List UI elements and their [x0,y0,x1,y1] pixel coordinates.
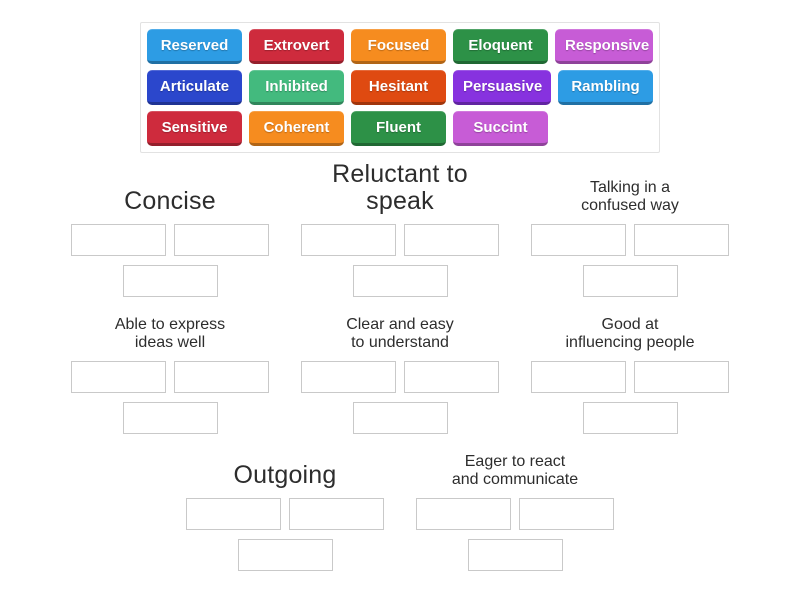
category-title: Outgoing [186,454,384,489]
category-row: Outgoing Eager to react and communicate [0,453,800,571]
empty-slot[interactable] [416,498,511,530]
word-bank-row: Sensitive Coherent Fluent Succint [147,111,653,146]
empty-slot[interactable] [582,265,678,297]
category-concise: Concise [71,180,269,297]
empty-slot[interactable] [174,361,269,393]
category-title-text: ideas well [134,334,206,351]
word-chip[interactable]: Reserved [147,29,242,64]
category-talking-in-a-confused-way: Talking in a confused way [531,179,729,297]
category-eager-to-react-and-communicate: Eager to react and communicate [416,453,614,571]
category-title-text: Concise [124,187,216,215]
category-title-text: Able to express [114,316,226,333]
empty-slot[interactable] [404,361,499,393]
category-title-text: Eager to react [464,453,566,470]
word-chip[interactable]: Sensitive [147,111,242,146]
category-title: Able to express ideas well [71,316,269,352]
category-title-text: Outgoing [233,461,337,489]
word-chip[interactable]: Rambling [558,70,653,105]
empty-slot[interactable] [174,224,269,256]
word-bank-row: Articulate Inhibited Hesitant Persuasive… [147,70,653,105]
empty-slot[interactable] [531,224,626,256]
word-chip[interactable]: Eloquent [453,29,548,64]
empty-slot[interactable] [71,224,166,256]
category-row: Concise Reluctant to speak Talking in a … [0,161,800,297]
category-title-text: Clear and easy [346,316,454,333]
empty-slot[interactable] [519,498,614,530]
category-able-to-express-ideas-well: Able to express ideas well [71,316,269,434]
category-title: Concise [71,180,269,215]
word-chip[interactable]: Focused [351,29,446,64]
category-title-text: influencing people [565,334,695,351]
empty-slot[interactable] [122,402,218,434]
word-chip[interactable]: Extrovert [249,29,344,64]
empty-slot[interactable] [289,498,384,530]
category-title-text: Reluctant to speak [332,160,468,215]
empty-slot[interactable] [352,265,448,297]
word-chip[interactable]: Persuasive [453,70,551,105]
category-title: Good at influencing people [531,316,729,352]
word-chip[interactable]: Articulate [147,70,242,105]
word-bank-row: Reserved Extrovert Focused Eloquent Resp… [147,29,653,64]
category-title: Clear and easy to understand [301,316,499,352]
word-chip[interactable]: Hesitant [351,70,446,105]
category-title-text: Good at [601,316,659,333]
category-title-text: to understand [351,334,449,351]
empty-slot[interactable] [634,224,729,256]
word-chip[interactable]: Inhibited [249,70,344,105]
category-good-at-influencing-people: Good at influencing people [531,316,729,434]
empty-slot[interactable] [531,361,626,393]
empty-slot[interactable] [467,539,563,571]
category-clear-and-easy-to-understand: Clear and easy to understand [301,316,499,434]
empty-slot[interactable] [237,539,333,571]
category-title-text: and communicate [451,471,579,488]
empty-slot[interactable] [301,224,396,256]
word-chip[interactable]: Coherent [249,111,344,146]
empty-slot[interactable] [352,402,448,434]
category-outgoing: Outgoing [186,454,384,571]
word-chip[interactable]: Fluent [351,111,446,146]
empty-slot[interactable] [71,361,166,393]
category-title-text: confused way [581,197,679,214]
category-title-text: Talking in a [589,179,671,196]
category-title: Reluctant to speak [301,161,499,215]
empty-slot[interactable] [122,265,218,297]
empty-slot[interactable] [301,361,396,393]
empty-slot[interactable] [186,498,281,530]
word-chip[interactable]: Responsive [555,29,653,64]
word-bank: Reserved Extrovert Focused Eloquent Resp… [140,22,660,153]
empty-slot[interactable] [634,361,729,393]
empty-slot[interactable] [582,402,678,434]
category-reluctant-to-speak: Reluctant to speak [301,161,499,297]
category-row: Able to express ideas well Clear and eas… [0,316,800,434]
word-chip[interactable]: Succint [453,111,548,146]
empty-slot[interactable] [404,224,499,256]
category-title: Talking in a confused way [531,179,729,215]
category-title: Eager to react and communicate [416,453,614,489]
